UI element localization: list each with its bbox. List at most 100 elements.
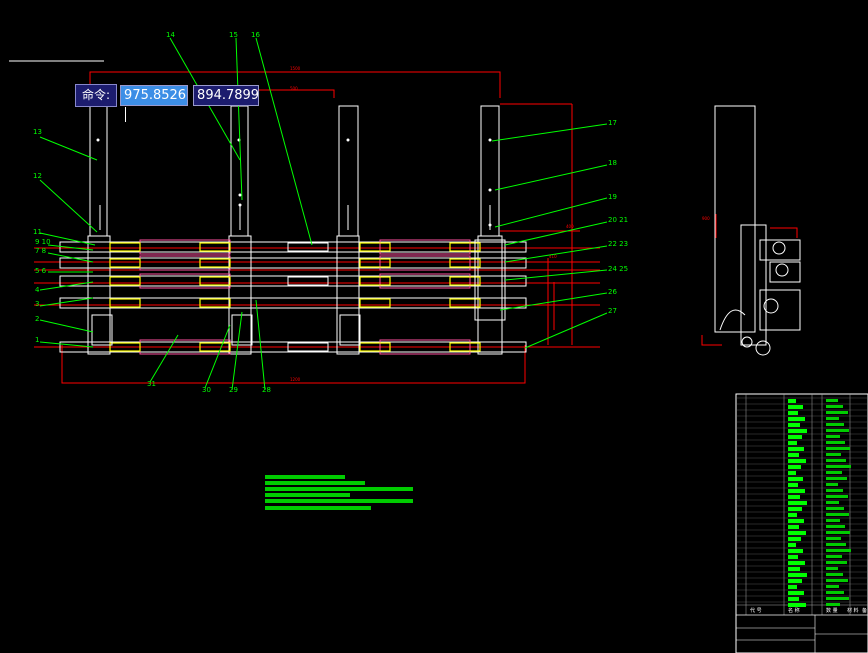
svg-text:1200: 1200 (290, 377, 301, 382)
table-cell-mark (788, 501, 807, 505)
table-cell-mark (826, 447, 850, 450)
table-header-name: 名 称 (788, 607, 800, 614)
table-cell-mark (826, 471, 842, 474)
title-block (735, 614, 868, 653)
coordinate-y-input[interactable]: 894.7899 (193, 84, 259, 106)
table-cell-mark (788, 417, 805, 421)
post-holes (96, 138, 492, 227)
table-cell-mark (788, 477, 803, 481)
table-cell-mark (826, 525, 845, 528)
callout-29: 29 (229, 386, 238, 394)
callout-1: 1 (35, 336, 39, 344)
table-cell-mark (788, 555, 798, 559)
table-cell-mark (788, 405, 803, 409)
table-cell-mark (826, 501, 839, 504)
table-cell-mark (788, 399, 796, 403)
callout-3: 3 (35, 300, 39, 308)
leader-lines (39, 37, 608, 391)
callout-22-23: 22 23 (608, 240, 628, 248)
table-cell-mark (826, 459, 846, 462)
table-cell-mark (826, 417, 839, 420)
table-cell-mark (788, 585, 797, 589)
table-cell-mark (826, 603, 840, 606)
table-cell-mark (788, 579, 802, 583)
parts-table: 代 号 名 称 数 量 材 料 备 注 (735, 393, 868, 653)
command-line[interactable]: 命令: 975.8526 894.7899 (75, 83, 259, 122)
table-cell-mark (826, 423, 844, 426)
table-header-qty: 数 量 (826, 607, 838, 614)
technical-notes (265, 475, 413, 510)
table-cell-mark (826, 543, 846, 546)
callout-28: 28 (262, 386, 271, 394)
table-cell-mark (788, 573, 807, 577)
table-cell-mark (826, 435, 840, 438)
table-header-material: 材 料 (847, 607, 859, 614)
callout-15: 15 (229, 31, 238, 39)
table-cell-mark (788, 495, 800, 499)
svg-text:400: 400 (566, 224, 574, 229)
table-cell-mark (788, 525, 799, 529)
callout-5-6: 5 6 (35, 267, 47, 275)
table-cell-mark (788, 447, 804, 451)
callout-24-25: 24 25 (608, 265, 628, 273)
callout-18: 18 (608, 159, 617, 167)
callout-4: 4 (35, 286, 40, 294)
table-cell-mark (788, 423, 800, 427)
table-cell-mark (826, 507, 844, 510)
svg-text:410: 410 (549, 254, 557, 259)
table-cell-mark (826, 453, 841, 456)
table-cell-mark (826, 573, 843, 576)
table-cell-mark (826, 597, 849, 600)
callout-30: 30 (202, 386, 211, 394)
table-cell-mark (826, 549, 851, 552)
table-cell-mark (826, 585, 839, 588)
table-cell-mark (788, 531, 806, 535)
callout-13: 13 (33, 128, 42, 136)
table-header-remark: 备 注 (862, 607, 868, 614)
table-cell-mark (788, 411, 798, 415)
table-cell-mark (826, 489, 843, 492)
table-cell-mark (788, 603, 806, 607)
table-cell-mark (826, 567, 838, 570)
callout-2: 2 (35, 315, 39, 323)
callout-17: 17 (608, 119, 617, 127)
table-cell-mark (788, 429, 807, 433)
table-cell-mark (788, 465, 801, 469)
svg-text:500: 500 (290, 86, 298, 91)
table-cell-mark (788, 441, 797, 445)
coordinate-x-input[interactable]: 975.8526 (120, 84, 189, 122)
table-cell-mark (826, 537, 841, 540)
table-cell-mark (826, 405, 843, 408)
dimension-values: 1500 500 400 410 1200 900 (290, 66, 710, 382)
svg-text:1500: 1500 (290, 66, 301, 71)
table-cell-mark (788, 459, 806, 463)
callout-26: 26 (608, 288, 617, 296)
dimension-lines (34, 71, 798, 384)
table-cell-mark (826, 561, 847, 564)
table-cell-mark (788, 567, 800, 571)
table-cell-mark (788, 471, 796, 475)
callout-16: 16 (251, 31, 260, 39)
table-cell-mark (788, 489, 805, 493)
callout-9-10: 9 10 (35, 238, 51, 246)
svg-text:900: 900 (702, 216, 710, 221)
support-posts (87, 105, 503, 355)
text-caret (125, 106, 127, 122)
callout-31: 31 (147, 380, 156, 388)
table-cell-mark (788, 507, 802, 511)
table-cell-mark (826, 477, 847, 480)
callout-7-8: 7 8 (35, 247, 46, 255)
table-cell-mark (826, 483, 838, 486)
table-cell-mark (788, 549, 803, 553)
callout-14: 14 (166, 31, 175, 39)
callout-19: 19 (608, 193, 617, 201)
callout-11: 11 (33, 228, 42, 236)
table-cell-mark (788, 483, 798, 487)
table-cell-mark (788, 561, 805, 565)
table-cell-mark (788, 435, 802, 439)
table-cell-mark (826, 495, 848, 498)
table-cell-mark (826, 591, 844, 594)
bus-rows (59, 239, 527, 355)
table-cell-mark (826, 579, 848, 582)
